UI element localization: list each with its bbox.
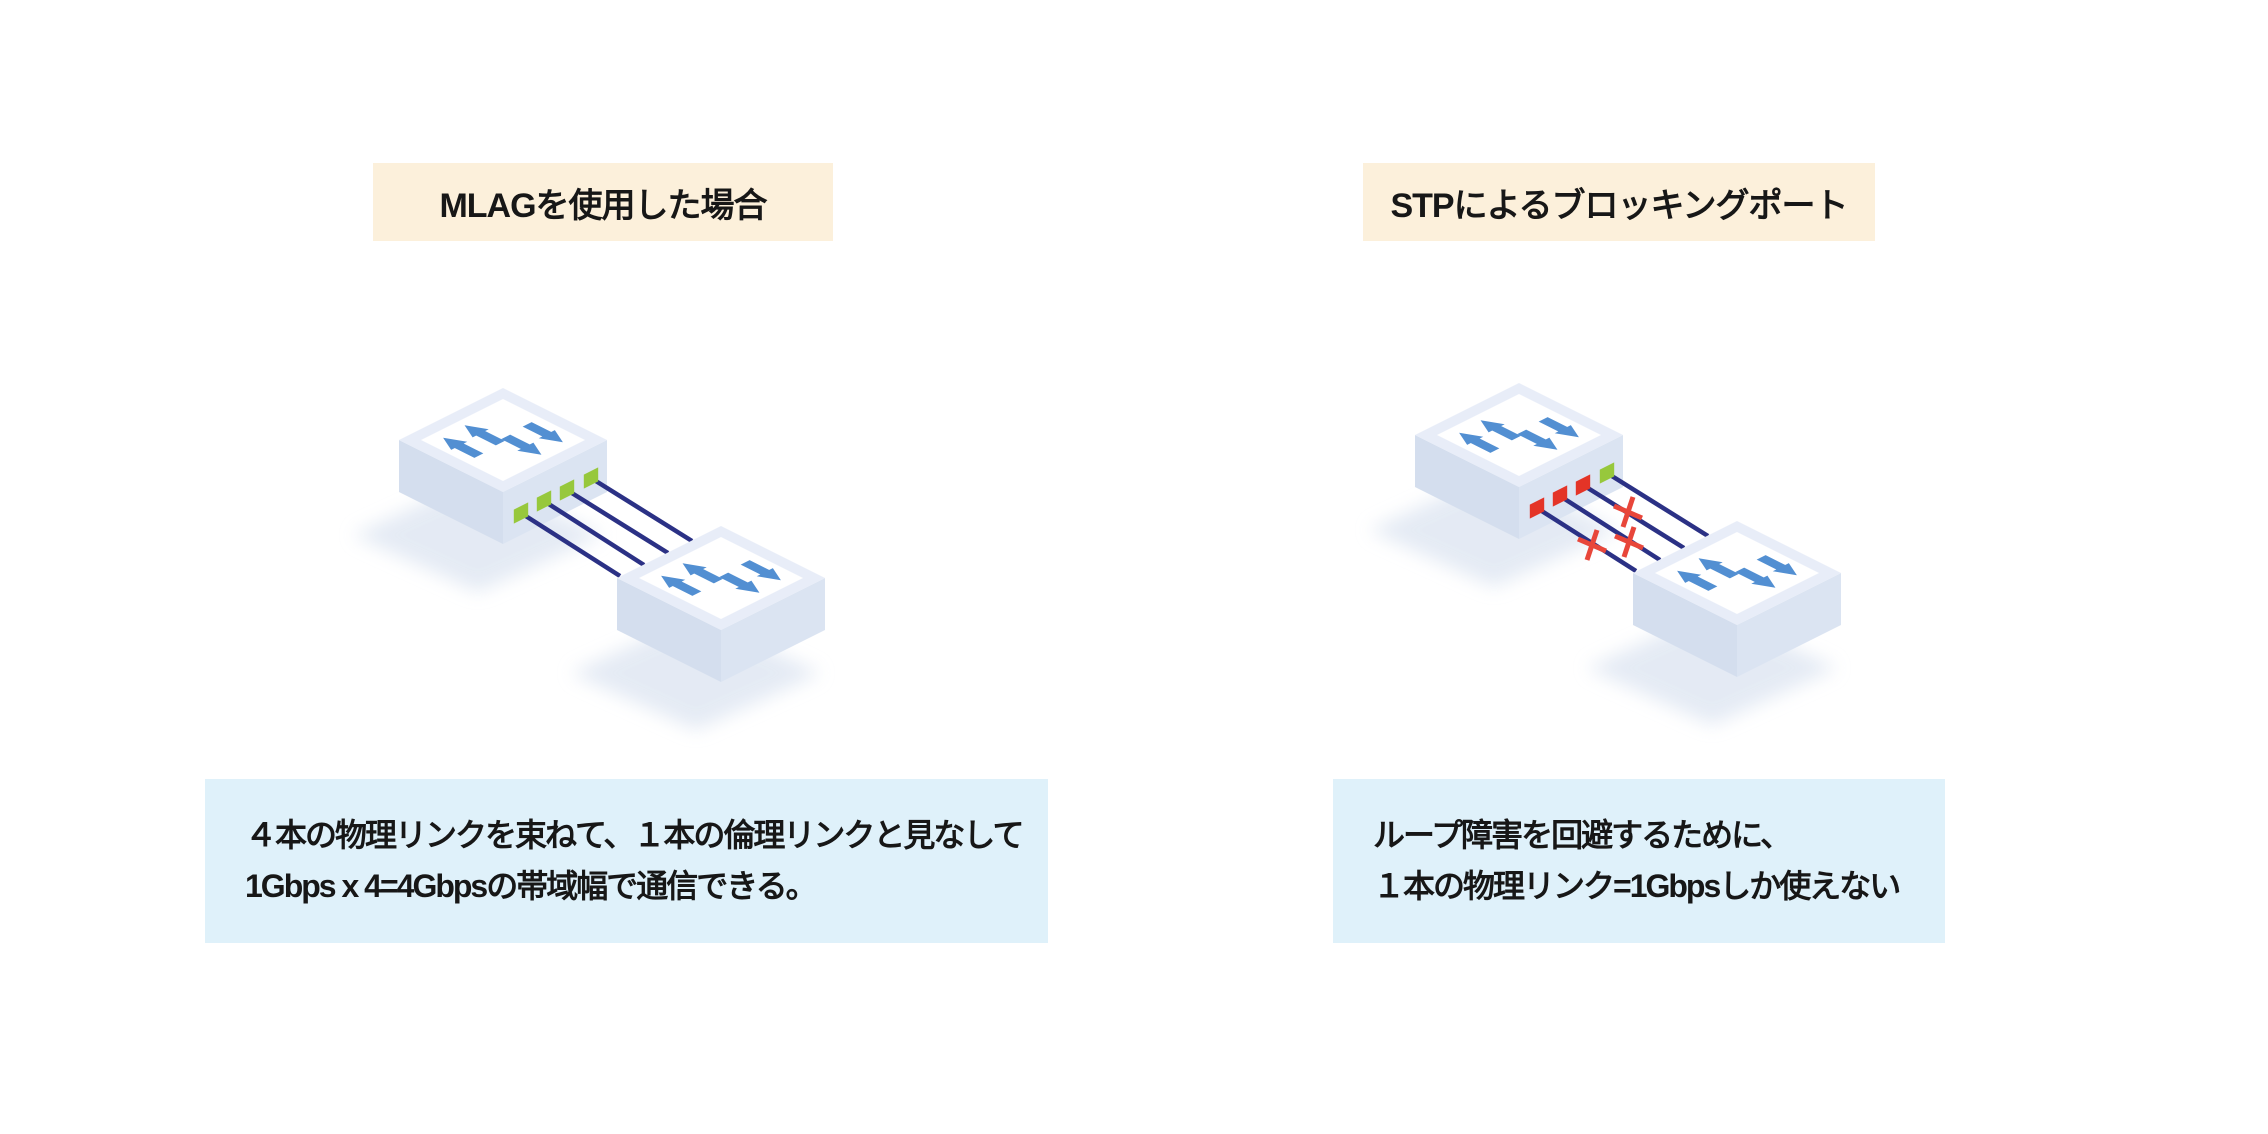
link-line-2 [1558, 494, 1662, 562]
link-line-2 [542, 499, 646, 567]
stp-diagram [1396, 360, 1896, 732]
blocked-x-icon [1614, 526, 1644, 558]
port-active-icon [536, 490, 552, 512]
link-line-1 [1535, 506, 1638, 573]
mlag-header-label: MLAGを使用した場合 [439, 186, 767, 225]
mlag-header: MLAGを使用した場合 [373, 163, 833, 241]
mlag-caption-line1: ４本の物理リンクを束ねて、１本の倫理リンクと見なして [245, 817, 1024, 853]
link-line-4 [589, 476, 694, 543]
blocked-x-icon [1613, 496, 1643, 528]
mlag-diagram [380, 365, 880, 737]
blocked-x-icon [1577, 529, 1607, 561]
port-blocked-icon [1552, 485, 1568, 507]
link-line-4 [1605, 471, 1710, 538]
stp-caption-line1: ループ障害を回避するために、 [1373, 817, 1792, 853]
port-active-icon [559, 479, 575, 501]
stp-header: STPによるブロッキングポート [1363, 163, 1875, 241]
stp-ports [1529, 462, 1615, 519]
mlag-links [519, 476, 694, 578]
mlag-ports [513, 467, 599, 524]
port-active-icon [1599, 462, 1615, 484]
port-active-icon [513, 502, 529, 524]
link-line-1 [519, 511, 622, 578]
mlag-caption-line2: 1Gbps x 4=4Gbpsの帯域幅で通信できる。 [245, 868, 818, 904]
port-blocked-icon [1575, 474, 1591, 496]
stp-caption: ループ障害を回避するために、 １本の物理リンク=1Gbpsしか使えない [1333, 779, 1945, 943]
stp-links [1535, 471, 1710, 573]
port-blocked-icon [1529, 497, 1545, 519]
port-active-icon [583, 467, 599, 489]
link-line-3 [565, 488, 670, 555]
stp-header-label: STPによるブロッキングポート [1390, 186, 1848, 225]
mlag-caption: ４本の物理リンクを束ねて、１本の倫理リンクと見なして 1Gbps x 4=4Gb… [205, 779, 1048, 943]
stp-caption-line2: １本の物理リンク=1Gbpsしか使えない [1373, 868, 1901, 904]
